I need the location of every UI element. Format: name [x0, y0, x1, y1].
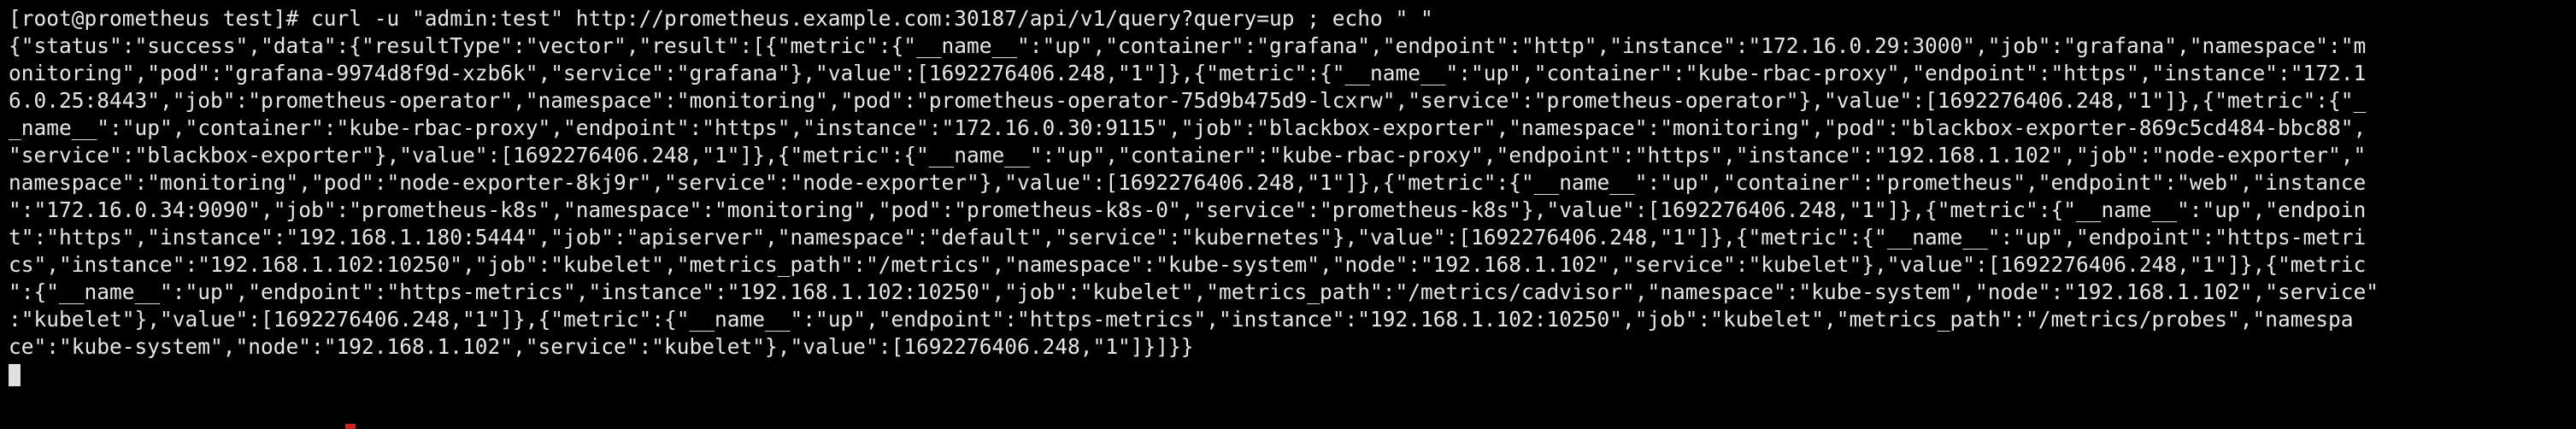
terminal-output-line: onitoring","pod":"grafana-9974d8f9d-xzb6…: [9, 61, 2367, 85]
terminal-output-line: ce":"kube-system","node":"192.168.1.102"…: [9, 334, 1194, 359]
terminal-output-line: ":"172.16.0.34:9090","job":"prometheus-k…: [9, 197, 2367, 222]
terminal-output-line: cs","instance":"192.168.1.102:10250","jo…: [9, 252, 2367, 277]
terminal-output-line: 6.0.25:8443","job":"prometheus-operator"…: [9, 88, 2367, 113]
terminal-output-line: namespace":"monitoring","pod":"node-expo…: [9, 170, 2367, 195]
terminal-output-line: t":"https","instance":"192.168.1.180:544…: [9, 225, 2367, 250]
terminal-output-line: _name__":"up","container":"kube-rbac-pro…: [9, 115, 2367, 140]
cursor-marker: [345, 424, 356, 429]
terminal-output-line: :"kubelet"},"value":[1692276406.248,"1"]…: [9, 307, 2354, 332]
terminal-cursor: [9, 364, 21, 386]
terminal-output-line: "service":"blackbox-exporter"},"value":[…: [9, 143, 2367, 167]
terminal-output-line: {"status":"success","data":{"resultType"…: [9, 33, 2367, 58]
terminal-command-line: [root@prometheus test]# curl -u "admin:t…: [9, 6, 1433, 31]
terminal-output-line: ":{"__name__":"up","endpoint":"https-met…: [9, 279, 2379, 304]
terminal-output-line-last: [9, 361, 2567, 388]
